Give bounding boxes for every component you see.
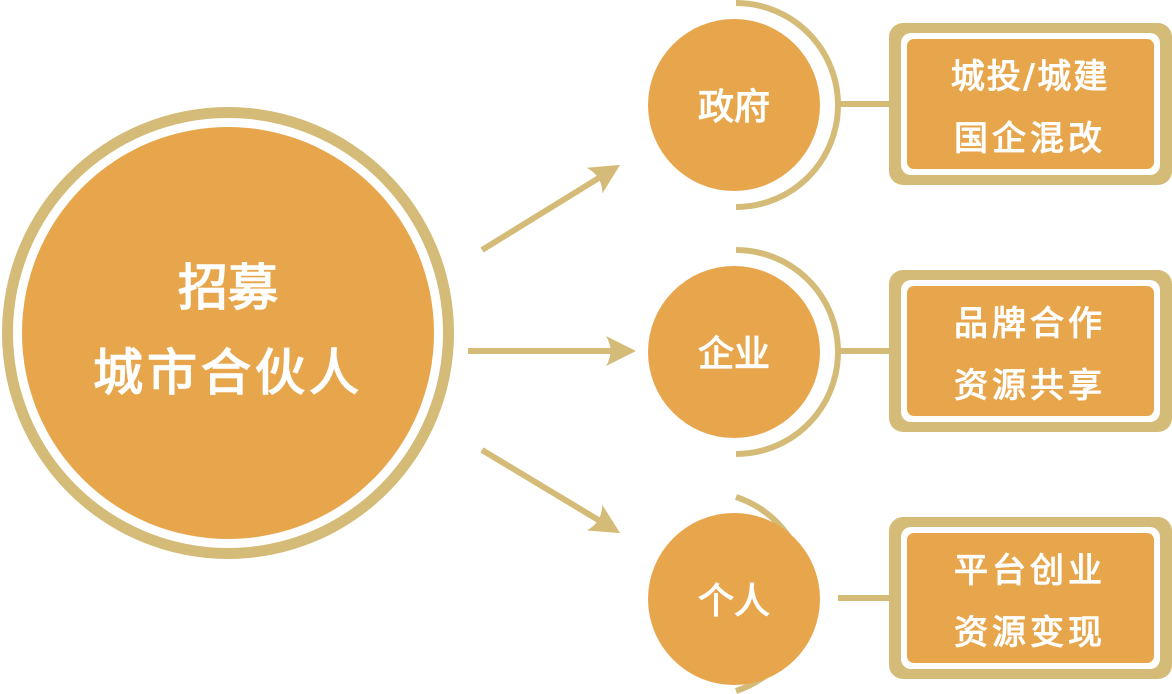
center-title-line1: 招募 bbox=[178, 259, 279, 317]
detail-box bbox=[907, 533, 1154, 663]
branch-circle bbox=[648, 19, 820, 191]
branch-label: 个人 bbox=[698, 581, 770, 622]
center-title-line2: 城市合伙人 bbox=[93, 344, 363, 402]
detail-line1: 品牌合作 bbox=[954, 304, 1106, 344]
detail-line2: 资源共享 bbox=[954, 366, 1106, 406]
detail-box bbox=[907, 286, 1154, 416]
branch-enterprise: 企业 品牌合作 资源共享 bbox=[648, 247, 1172, 457]
detail-line2: 国企混改 bbox=[954, 119, 1106, 159]
detail-line1: 城投/城建 bbox=[951, 57, 1109, 97]
branch-government: 政府 城投/城建 国企混改 bbox=[648, 0, 1172, 210]
branch-individual: 个人 平台创业 资源变现 bbox=[648, 494, 1172, 694]
branch-arc bbox=[735, 0, 841, 210]
detail-box bbox=[907, 39, 1154, 169]
detail-line2: 资源变现 bbox=[954, 613, 1106, 653]
branch-arc bbox=[735, 247, 841, 457]
center-node: 招募 城市合伙人 bbox=[2, 107, 454, 559]
arrow-to-government bbox=[480, 164, 621, 253]
branch-label: 政府 bbox=[698, 86, 770, 128]
center-circle bbox=[22, 127, 434, 539]
branch-circle bbox=[648, 513, 820, 685]
detail-line1: 平台创业 bbox=[954, 551, 1106, 591]
branch-circle bbox=[648, 266, 820, 438]
branch-label: 企业 bbox=[698, 333, 770, 375]
arrow-to-individual bbox=[480, 447, 621, 534]
